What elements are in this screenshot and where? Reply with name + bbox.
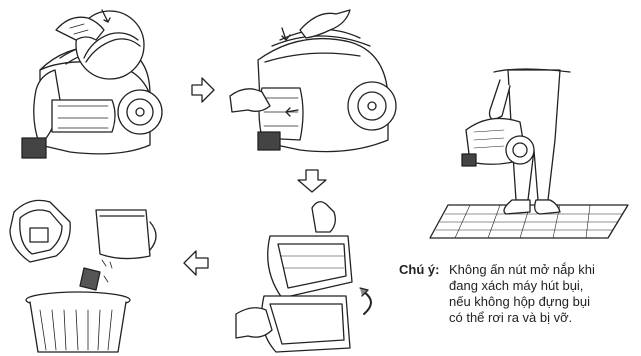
note-line: có thể rơi ra và bị vỡ. [449, 310, 639, 326]
note-line: nếu không hộp đựng bụi [449, 294, 639, 310]
arrow-right-icon [192, 78, 214, 102]
opening-dust-box-illustration [236, 202, 371, 352]
note-body: Không ấn nút mở nắp khi đang xách máy hú… [449, 262, 639, 326]
person-carrying-vacuum-illustration [430, 69, 628, 238]
arrow-down-icon [298, 170, 326, 192]
emptying-dust-box-illustration [10, 200, 156, 352]
note-line: Không ấn nút mở nắp khi [449, 262, 639, 278]
vacuum-step1-illustration [22, 10, 162, 158]
note-label: Chú ý: [399, 262, 439, 278]
note-line: đang xách máy hút bụi, [449, 278, 639, 294]
vacuum-step2-illustration [230, 10, 396, 152]
arrow-left-icon [184, 251, 208, 275]
